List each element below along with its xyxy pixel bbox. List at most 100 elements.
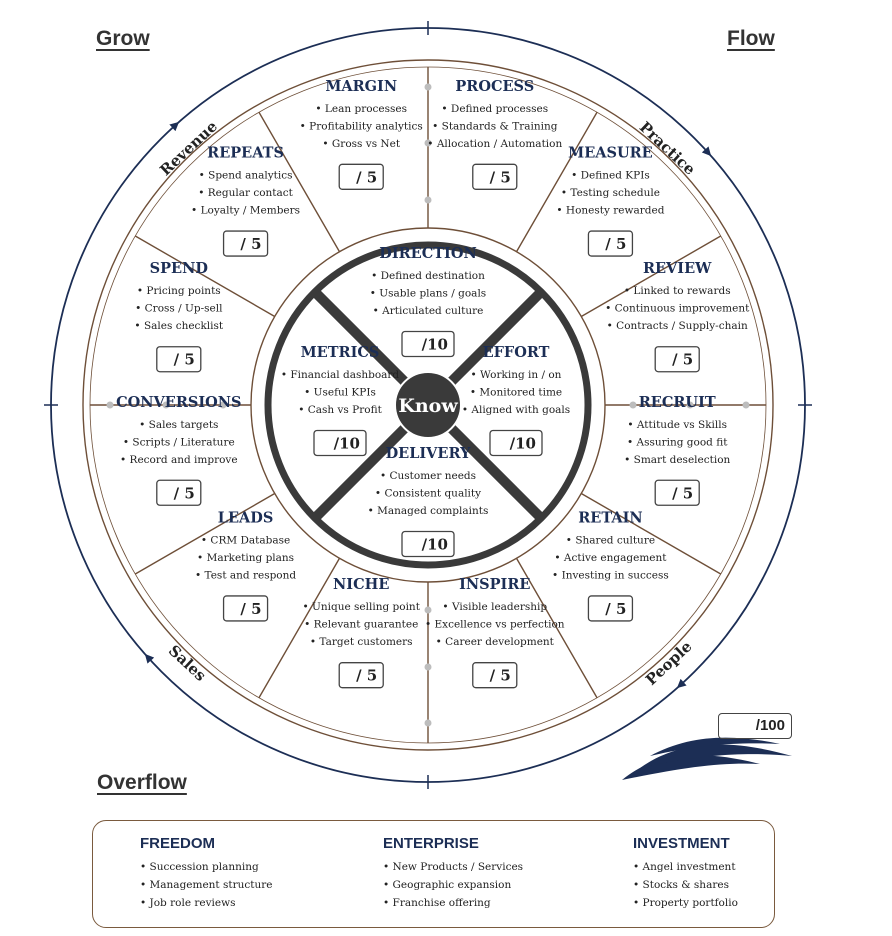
measure-item: • Defined KPIs xyxy=(571,170,650,182)
repeats-item: • Loyalty / Members xyxy=(191,205,300,217)
investment-title: INVESTMENT xyxy=(633,835,730,852)
measure-item: • Testing schedule xyxy=(561,187,660,199)
direction-item: • Usable plans / goals xyxy=(370,288,486,300)
delivery-item: • Customer needs xyxy=(380,470,476,482)
inspire-title: INSPIRE xyxy=(459,576,530,593)
review-title: REVIEW xyxy=(643,260,712,277)
divider-dot xyxy=(424,719,432,727)
review-score-box xyxy=(654,346,700,373)
divider-dot xyxy=(686,401,694,409)
spend-score: / 5 xyxy=(174,351,195,369)
enterprise-item: Geographic expansion xyxy=(383,876,523,894)
review-item: • Linked to rewards xyxy=(624,285,731,297)
divider-dot xyxy=(424,139,432,147)
repeats-score: / 5 xyxy=(240,235,261,253)
metrics-title: METRICS xyxy=(301,344,380,361)
divider-dot xyxy=(219,401,227,409)
leads-score-box xyxy=(222,595,269,622)
flow-label: Flow xyxy=(727,27,775,50)
metrics-score: /10 xyxy=(334,435,360,453)
repeats-item: • Regular contact xyxy=(198,187,293,199)
inspire-score-box xyxy=(472,662,518,689)
inspire-item: • Visible leadership xyxy=(442,601,547,613)
logo-wave-2 xyxy=(640,744,792,768)
know-label: Know xyxy=(398,395,458,417)
inspire-item: • Excellence vs perfection xyxy=(425,619,565,631)
divider-dot xyxy=(629,401,637,409)
conversions-item: • Record and improve xyxy=(120,454,238,466)
process-item: • Standards & Training xyxy=(432,120,558,132)
conversions-title: CONVERSIONS xyxy=(116,394,241,411)
segment-divider xyxy=(515,557,598,699)
investment-item: Property portfolio xyxy=(633,894,738,912)
review-item: • Continuous improvement xyxy=(605,303,750,315)
effort-item: • Monitored time xyxy=(470,387,562,399)
direction-item: • Defined destination xyxy=(371,270,485,282)
effort-title: EFFORT xyxy=(483,344,550,361)
review-score: / 5 xyxy=(672,351,693,369)
inspire-score: / 5 xyxy=(490,667,511,685)
recruit-score-box xyxy=(654,479,700,506)
delivery-score: /10 xyxy=(422,536,448,554)
process-item: • Defined processes xyxy=(441,103,548,115)
measure-score-box xyxy=(587,230,634,257)
spend-score-box xyxy=(156,346,202,373)
enterprise-item: Franchise offering xyxy=(383,894,523,912)
review-item: • Contracts / Supply-chain xyxy=(607,320,748,332)
enterprise-item: New Products / Services xyxy=(383,858,524,876)
spend-item: • Pricing points xyxy=(137,285,221,297)
niche-item: • Target customers xyxy=(310,636,413,648)
segment-divider xyxy=(580,492,722,575)
logo-wave-3 xyxy=(650,737,780,756)
margin-score: / 5 xyxy=(356,168,377,186)
freedom-item: Management structure xyxy=(140,876,273,894)
niche-item: • Unique selling point xyxy=(303,601,421,613)
enterprise-title: ENTERPRISE xyxy=(383,835,479,852)
enterprise-column: ENTERPRISE New Products / Services Geogr… xyxy=(383,835,523,912)
margin-item: • Profitability analytics xyxy=(300,120,423,132)
metrics-item: • Financial dashboard xyxy=(281,369,400,381)
repeats-title: REPEATS xyxy=(207,145,284,162)
margin-score-box xyxy=(338,163,384,190)
recruit-item: • Smart deselection xyxy=(624,454,730,466)
metrics-score-box xyxy=(313,429,367,457)
segment-divider xyxy=(258,111,341,253)
retain-item: • Shared culture xyxy=(566,534,655,546)
retain-score: / 5 xyxy=(605,600,626,618)
total-score-box[interactable]: /100 xyxy=(718,713,792,739)
retain-title: RETAIN xyxy=(578,509,642,526)
effort-item: • Working in / on xyxy=(471,369,562,381)
metrics-item: • Useful KPIs xyxy=(304,387,376,399)
segment-divider xyxy=(580,235,722,318)
investment-item: Stocks & shares xyxy=(633,876,738,894)
niche-title: NICHE xyxy=(333,576,389,593)
grow-label: Grow xyxy=(96,27,150,50)
margin-item: • Gross vs Net xyxy=(322,138,400,150)
divider-dot xyxy=(424,196,432,204)
delivery-score-box xyxy=(401,530,455,558)
direction-item: • Articulated culture xyxy=(373,305,484,317)
divider-dot xyxy=(424,83,432,91)
inspire-item: • Career development xyxy=(436,636,555,648)
leads-score: / 5 xyxy=(240,600,261,618)
divider-dot xyxy=(162,401,170,409)
repeats-score-box xyxy=(222,230,269,257)
overflow-box: FREEDOM Succession planning Management s… xyxy=(92,820,775,928)
process-score-box xyxy=(472,163,518,190)
effort-item: • Aligned with goals xyxy=(462,404,570,416)
investment-column: INVESTMENT Angel investment Stocks & sha… xyxy=(633,835,738,912)
delivery-item: • Managed complaints xyxy=(368,505,489,517)
delivery-item: • Consistent quality xyxy=(375,488,481,500)
logo-wave-1 xyxy=(622,755,760,780)
spend-item: • Cross / Up-sell xyxy=(135,303,223,315)
retain-item: • Investing in success xyxy=(552,569,669,581)
spend-title: SPEND xyxy=(150,260,208,277)
leads-item: • Marketing plans xyxy=(197,552,294,564)
segment-divider xyxy=(515,111,598,253)
niche-score: / 5 xyxy=(356,667,377,685)
segment-divider xyxy=(258,557,341,699)
divider-dot xyxy=(106,401,114,409)
know-circle xyxy=(394,371,462,439)
spend-item: • Sales checklist xyxy=(134,320,223,332)
